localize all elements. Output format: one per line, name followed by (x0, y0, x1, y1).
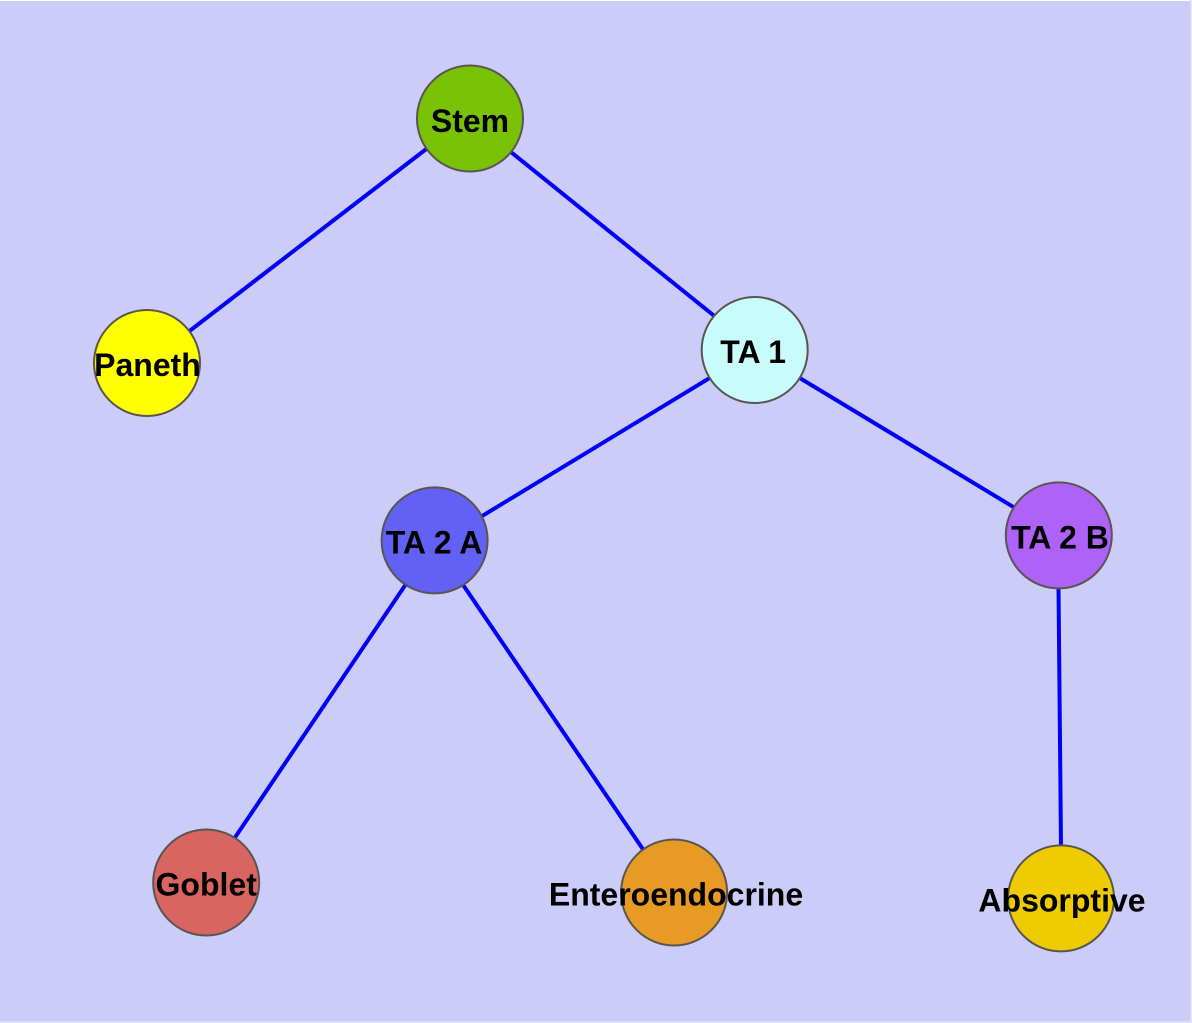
svg-text:Enteroendocrine: Enteroendocrine (549, 877, 803, 913)
svg-text:Absorptive: Absorptive (978, 883, 1145, 919)
svg-text:TA 2 B: TA 2 B (1011, 519, 1109, 555)
svg-text:Stem: Stem (431, 103, 509, 139)
svg-text:TA 1: TA 1 (720, 334, 786, 370)
svg-text:Goblet: Goblet (156, 867, 258, 903)
svg-text:Paneth: Paneth (94, 347, 201, 383)
svg-text:TA 2 A: TA 2 A (386, 524, 483, 560)
